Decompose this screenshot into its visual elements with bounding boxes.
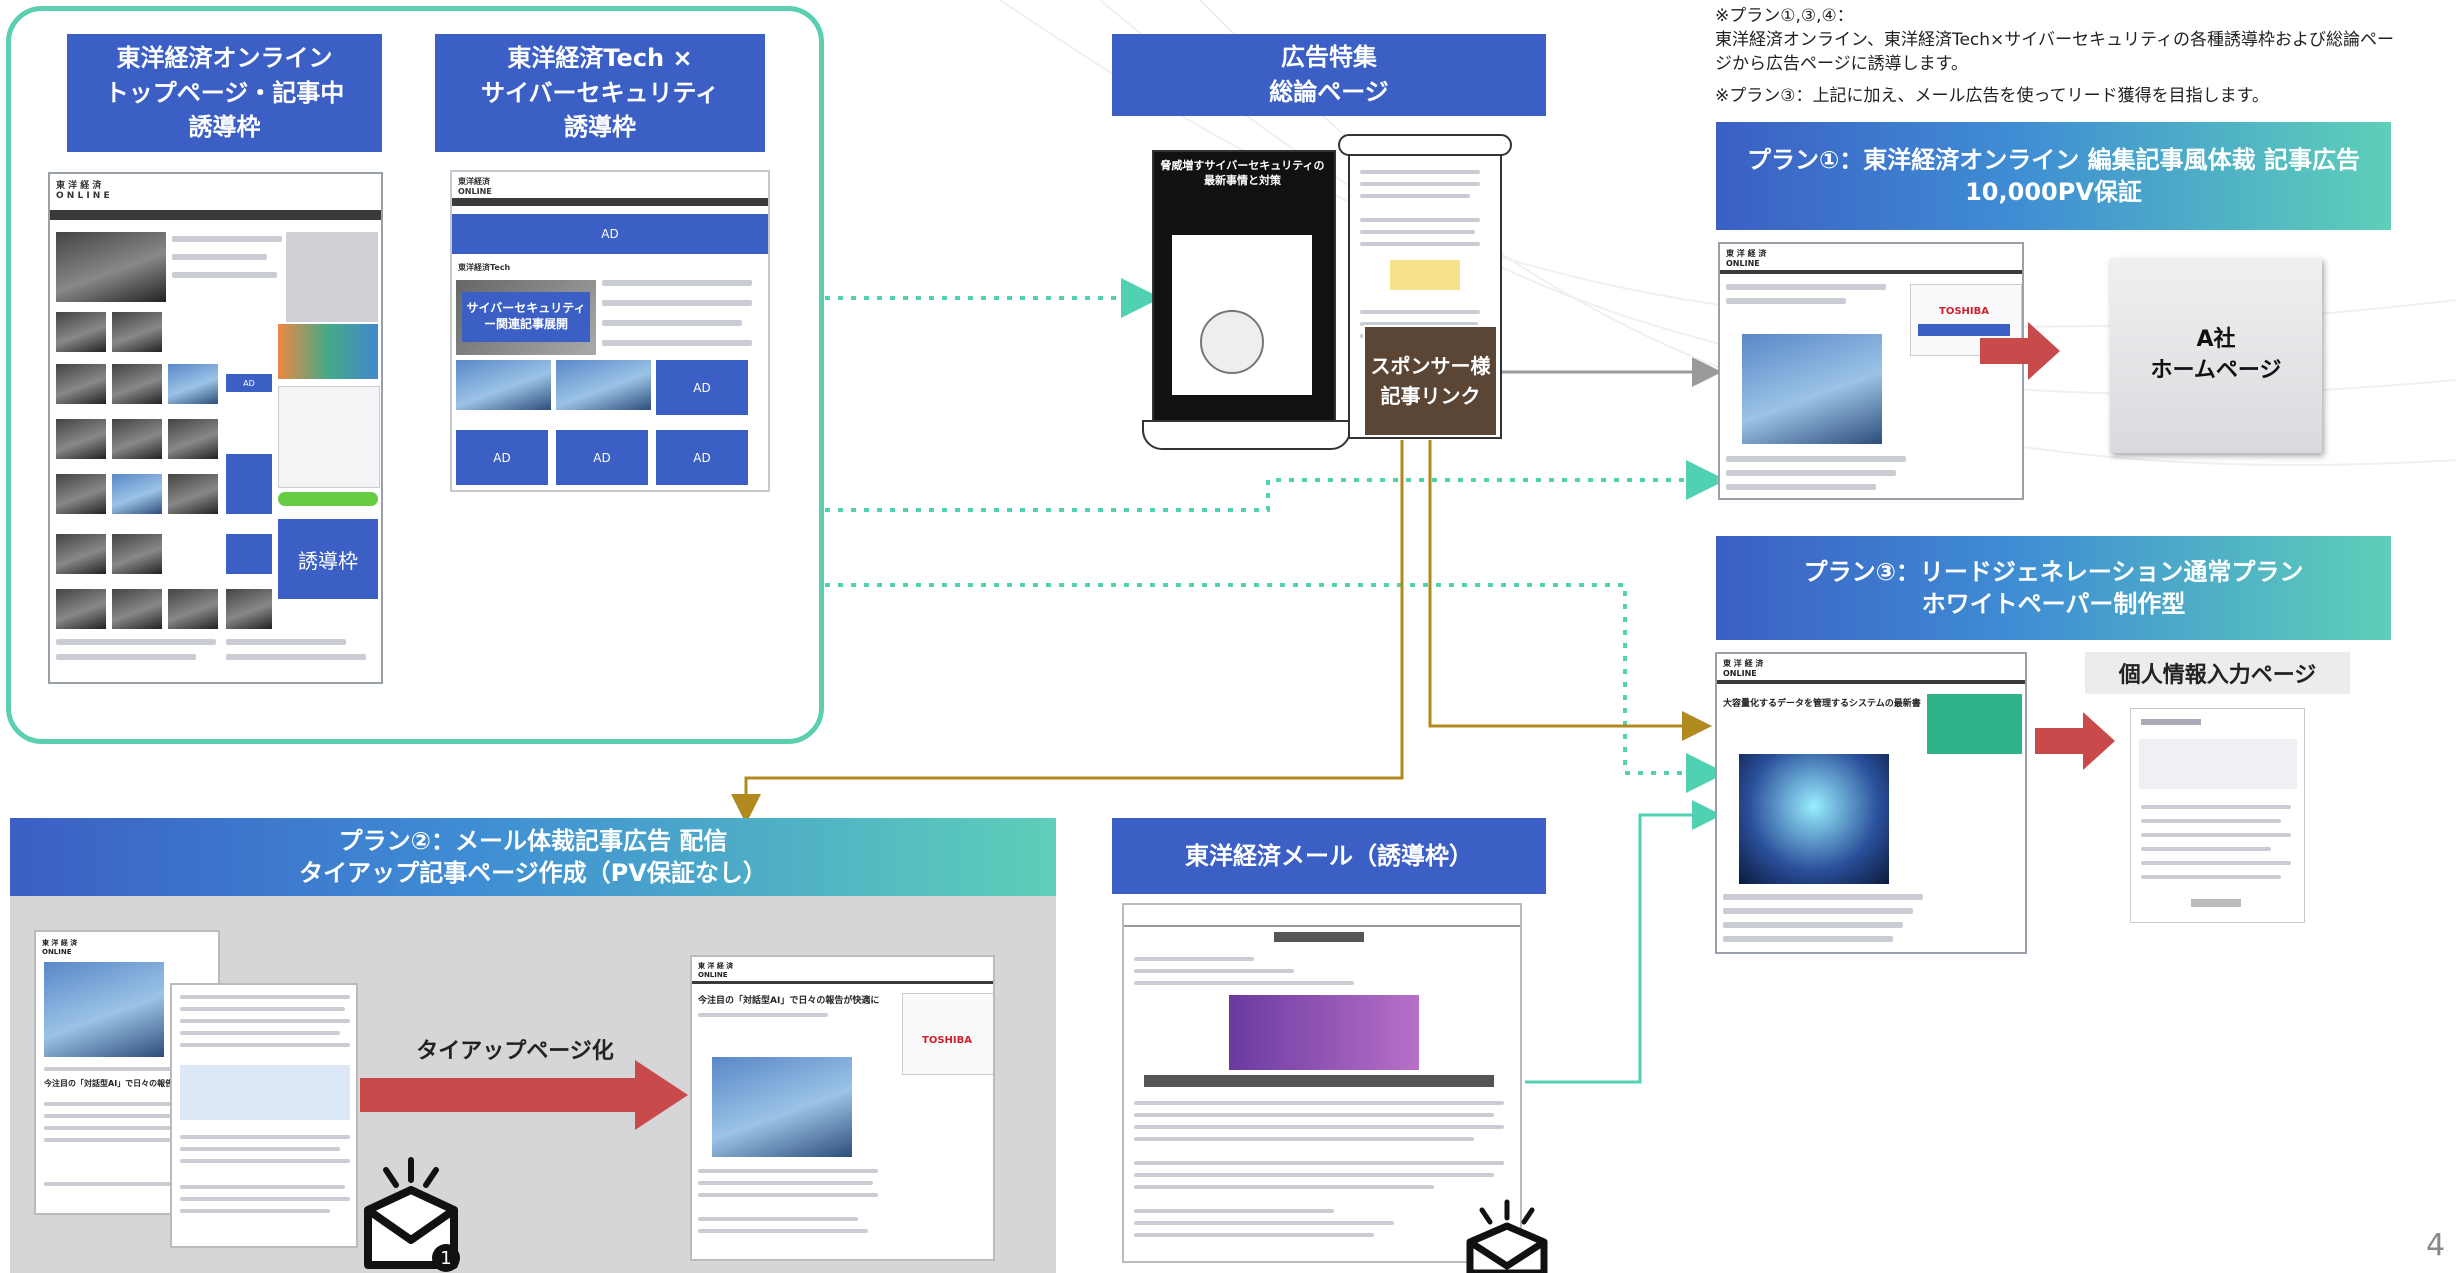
dotted-link-to-plan1 <box>825 460 1726 512</box>
note-line-2: 東洋経済オンライン、東洋経済Tech×サイバーセキュリティの各種誘導枠および総論… <box>1715 30 2394 50</box>
note-line-1: ※プラン①,③,④： <box>1715 6 1854 26</box>
online-guidance-slot: 誘導枠 <box>278 519 378 599</box>
mail-header: 東洋経済メール（誘導枠） <box>1112 818 1546 894</box>
plan2-email-headline: 今注目の「対話型AI」で日々の報告が快適に <box>44 1079 206 1088</box>
tech-header-line-1: 東洋経済Tech × <box>507 43 693 72</box>
tieup-label: タイアップページ化 <box>416 1039 614 1064</box>
gold-link-to-plan3 <box>1428 440 1712 741</box>
company-line-2: ホームページ <box>2150 357 2282 383</box>
tieup-arrow <box>360 1060 688 1130</box>
plan1-header-line-2: 10,000PV保証 <box>1965 178 2142 206</box>
plan3-article-headline: 大容量化するデータを管理するシステムの最新書 <box>1723 699 1921 709</box>
online-header-line-3: 誘導枠 <box>188 113 261 142</box>
plan3-header-line-1: プラン③：リードジェネレーション通常プラン <box>1803 557 2304 586</box>
plan1-header: プラン①：東洋経済オンライン 編集記事風体裁 記事広告 10,000PV保証 <box>1716 122 2391 230</box>
plan3-header-line-2: ホワイトペーパー制作型 <box>1921 590 2186 618</box>
teal-link-mail-plan3 <box>1525 800 1722 1084</box>
tech-ad-3: AD <box>556 430 648 485</box>
mail-envelope-icon <box>1466 1199 1548 1273</box>
tech-ad-4: AD <box>656 430 748 485</box>
tech-ad-1: AD <box>656 360 748 415</box>
plan3-header: プラン③：リードジェネレーション通常プラン ホワイトペーパー制作型 <box>1716 536 2391 640</box>
plan1-sponsor-logo: TOSHIBA <box>1939 306 1989 317</box>
plan2-header-line-1: プラン②：メール体裁記事広告 配信 <box>338 826 728 855</box>
plan2-email-mock-2 <box>170 983 358 1248</box>
gold-link-to-plan2 <box>731 440 1404 824</box>
feature-header-line-2: 総論ページ <box>1269 78 1389 106</box>
plan1-header-line-1: プラン①：東洋経済オンライン 編集記事風体裁 記事広告 <box>1746 145 2361 174</box>
feature-header: 広告特集 総論ページ <box>1112 34 1546 116</box>
sponsor-article-link[interactable]: スポンサー様 記事リンク <box>1363 325 1498 437</box>
tech-header-line-2: サイバーセキュリティ <box>480 78 720 107</box>
page-number: 4 <box>2426 1228 2446 1263</box>
plan2-tieup-headline: 今注目の「対話型AI」で日々の報告が快適に <box>698 996 880 1006</box>
note-line-4: ※プラン③：上記に加え、メール広告を使ってリード獲得を目指します。 <box>1715 86 2269 106</box>
company-homepage[interactable]: A社 ホームページ <box>2110 258 2322 453</box>
online-header-line-1: 東洋経済オンライン <box>116 43 333 72</box>
online-header: 東洋経済オンライン トップページ・記事中 誘導枠 <box>67 34 382 152</box>
feature-header-line-1: 広告特集 <box>1281 43 1377 72</box>
company-line-1: A社 <box>2196 326 2236 352</box>
tech-header-line-3: 誘導枠 <box>564 113 636 142</box>
plan3-to-form-arrow <box>2035 712 2115 770</box>
email-envelope-icon: 1 <box>364 1157 460 1272</box>
tech-header: 東洋経済Tech × サイバーセキュリティ 誘導枠 <box>435 34 765 152</box>
plan1-to-company-arrow <box>1980 322 2060 380</box>
tech-banner-title: サイバーセキュリティー関連記事展開 <box>462 292 590 342</box>
plan2-header: プラン②：メール体裁記事広告 配信 タイアップ記事ページ作成（PV保証なし） <box>10 818 1056 896</box>
guidance-frame <box>6 6 824 744</box>
feature-article-title: 脅威増すサイバーセキュリティの最新事情と対策 <box>1160 159 1325 188</box>
plan2-sponsor-logo: TOSHIBA <box>922 1035 972 1046</box>
mail-screenshot <box>1122 903 1522 1263</box>
notes-block: ※プラン①,③,④： 東洋経済オンライン、東洋経済Tech×サイバーセキュリティ… <box>1715 4 2450 108</box>
sponsor-line-1: スポンサー様 <box>1370 354 1491 378</box>
dotted-link-to-plan3 <box>825 583 1726 793</box>
tech-top-ad: AD <box>452 214 768 254</box>
sponsor-line-2: 記事リンク <box>1380 384 1481 408</box>
svg-text:1: 1 <box>440 1248 451 1269</box>
note-line-3: ジから広告ページに誘導します。 <box>1715 54 1968 74</box>
personal-info-form <box>2130 708 2305 923</box>
personal-info-label: 個人情報入力ページ <box>2085 652 2350 694</box>
plan2-header-line-2: タイアップ記事ページ作成（PV保証なし） <box>299 859 767 887</box>
tech-ad-2: AD <box>456 430 548 485</box>
online-header-line-2: トップページ・記事中 <box>104 78 345 107</box>
